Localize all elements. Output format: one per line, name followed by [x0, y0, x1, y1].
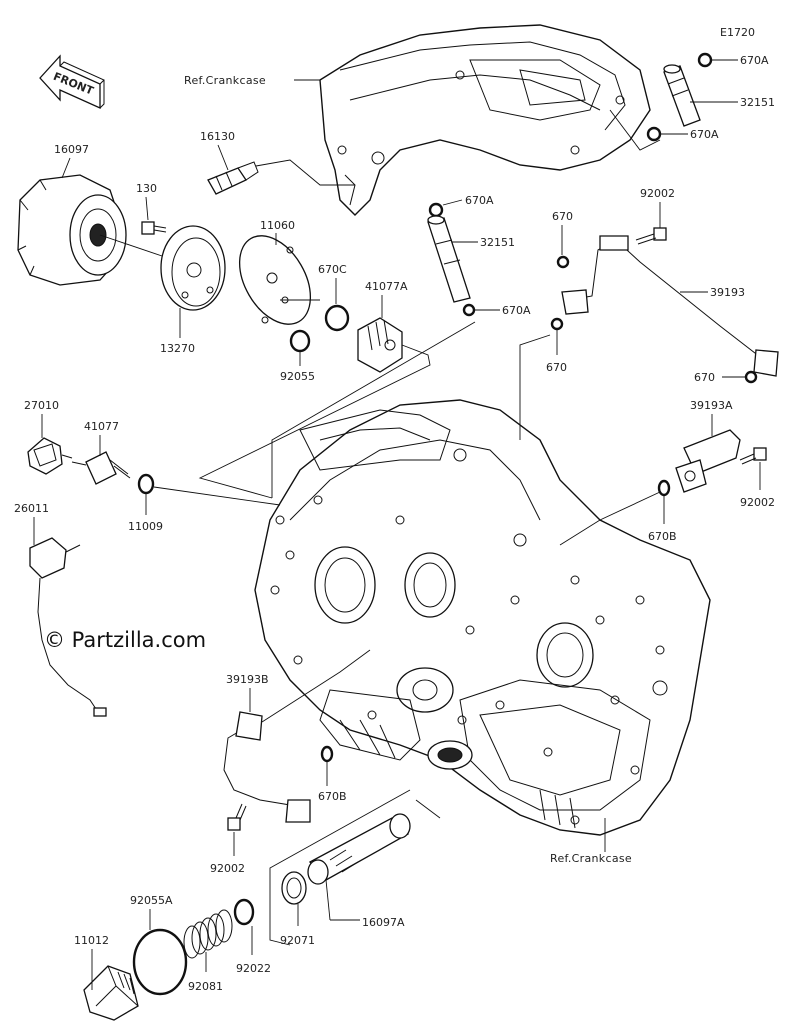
- label-92081: 92081: [188, 980, 223, 993]
- oring-670-3: [744, 370, 758, 384]
- label-16097: 16097: [54, 143, 89, 156]
- bolt-92002-3: [227, 803, 247, 831]
- bolt-92002-1: [635, 227, 667, 245]
- front-arrow-icon: FRONT: [39, 54, 105, 110]
- fitting-41077: [85, 451, 131, 485]
- pipe-32151-1: [663, 64, 701, 127]
- oil-filter: [17, 174, 127, 286]
- label-27010: 27010: [24, 399, 59, 412]
- upper-crankcase-reference: [319, 24, 651, 216]
- oil-pipe-39193b: [223, 711, 311, 823]
- label-41077: 41077: [84, 420, 119, 433]
- oring-670b-2: [320, 745, 334, 763]
- ref-crankcase-top: Ref.Crankcase: [184, 74, 266, 87]
- label-92071: 92071: [280, 934, 315, 947]
- spring-92081: [183, 909, 233, 959]
- label-92022: 92022: [236, 962, 271, 975]
- label-670-3: 670: [694, 371, 715, 384]
- oring-92055: [289, 329, 311, 353]
- diagram-code: E1720: [720, 26, 755, 39]
- label-11009: 11009: [128, 520, 163, 533]
- label-670b-2: 670B: [318, 790, 347, 803]
- label-32151-2: 32151: [480, 236, 515, 249]
- oring-92055a: [132, 928, 188, 996]
- washer-92022: [233, 898, 255, 926]
- label-670-1: 670: [552, 210, 573, 223]
- gasket-11009: [137, 473, 155, 495]
- watermark: © Partzilla.com: [44, 628, 207, 652]
- label-130: 130: [136, 182, 157, 195]
- ref-crankcase-bottom: Ref.Crankcase: [550, 852, 632, 865]
- oring-670-1: [556, 255, 570, 269]
- label-39193a: 39193A: [690, 399, 733, 412]
- label-670c: 670C: [318, 263, 347, 276]
- bolt-130: [141, 221, 167, 235]
- switch-27010: [27, 437, 73, 475]
- oring-670-2: [550, 317, 564, 331]
- label-92002-3: 92002: [210, 862, 245, 875]
- label-670b-1: 670B: [648, 530, 677, 543]
- label-26011: 26011: [14, 502, 49, 515]
- fitting-16130: [207, 161, 259, 195]
- label-41077a: 41077A: [365, 280, 408, 293]
- cap-11012: [83, 965, 139, 1021]
- pipe-32151-2: [427, 215, 471, 303]
- label-92002-2: 92002: [740, 496, 775, 509]
- label-92002-1: 92002: [640, 187, 675, 200]
- label-39193b: 39193B: [226, 673, 269, 686]
- bolt-92002-2: [739, 447, 767, 465]
- label-670a-1: 670A: [740, 54, 769, 67]
- oring-670a-1: [697, 52, 713, 68]
- label-11012: 11012: [74, 934, 109, 947]
- label-670a-4: 670A: [502, 304, 531, 317]
- label-670-2: 670: [546, 361, 567, 374]
- label-670a-2: 670A: [690, 128, 719, 141]
- label-92055: 92055: [280, 370, 315, 383]
- sensor-26011: [29, 537, 107, 717]
- label-11060: 11060: [260, 219, 295, 232]
- oil-pipe-39193a: [675, 429, 741, 493]
- oil-pipe-39193: [561, 235, 779, 377]
- oring-670a-4: [462, 303, 476, 317]
- oring-670c: [324, 304, 350, 332]
- label-16097a: 16097A: [362, 916, 405, 929]
- label-16130: 16130: [200, 130, 235, 143]
- label-32151-1: 32151: [740, 96, 775, 109]
- seal-92071: [281, 871, 307, 905]
- oring-670a-3: [428, 202, 444, 218]
- gasket-11060: [238, 235, 312, 325]
- fitting-41077a: [357, 317, 403, 373]
- oring-670b-1: [657, 479, 671, 497]
- strainer-16097a: [307, 813, 411, 885]
- label-92055a: 92055A: [130, 894, 173, 907]
- oring-670a-2: [646, 126, 662, 142]
- main-crankcase: [254, 399, 711, 836]
- label-670a-3: 670A: [465, 194, 494, 207]
- plate-13270: [160, 225, 226, 311]
- label-39193: 39193: [710, 286, 745, 299]
- label-13270: 13270: [160, 342, 195, 355]
